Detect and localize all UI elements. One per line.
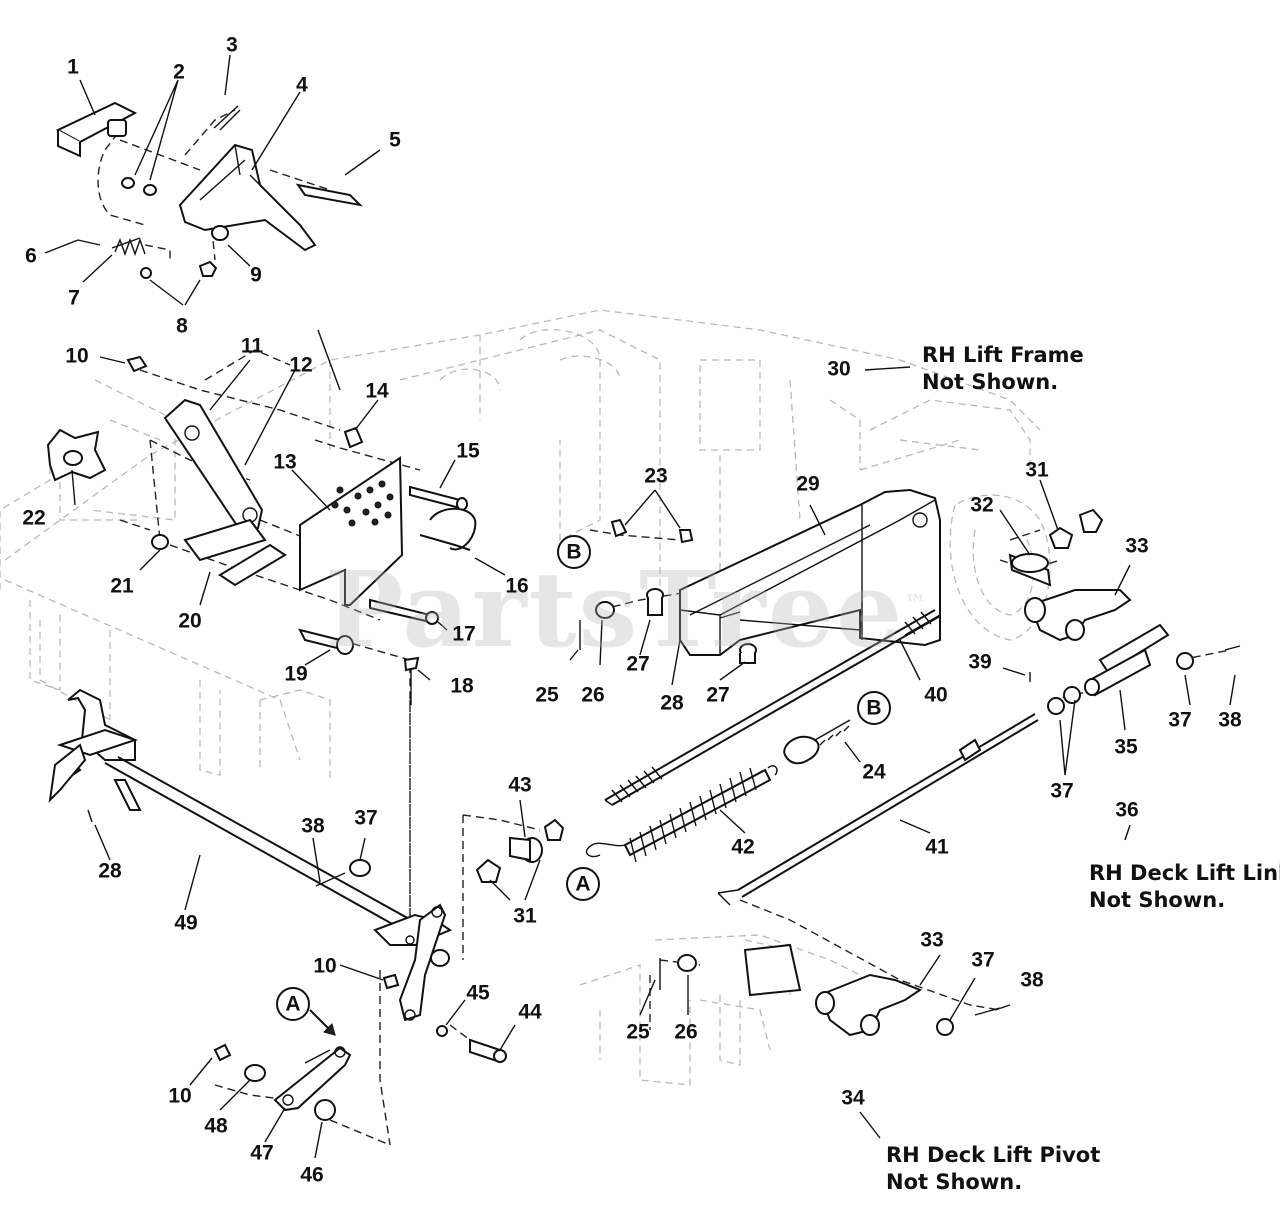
leader-lines: [44, 54, 1236, 1159]
callout-42: 42: [731, 835, 755, 859]
callout-25: 25: [535, 683, 559, 707]
lift-rod-group: [659, 686, 1081, 1037]
callout-46: 46: [300, 1163, 324, 1187]
spring-coils: [629, 767, 757, 863]
callout-36: 36: [1115, 798, 1139, 822]
spring-group: [475, 719, 851, 883]
callout-45: 45: [466, 981, 490, 1005]
callout-28: 28: [660, 691, 684, 715]
callout-47: 47: [250, 1141, 274, 1165]
callout-38: 38: [1020, 968, 1044, 992]
lift-frame-group: [579, 488, 941, 664]
callout-3: 3: [226, 33, 238, 57]
callout-2: 2: [173, 60, 185, 84]
callout-41: 41: [925, 835, 949, 859]
callout-37: 37: [1168, 708, 1192, 732]
callout-38: 38: [301, 814, 325, 838]
callout-23: 23: [644, 464, 668, 488]
callout-35: 35: [1114, 735, 1138, 759]
callout-11: 11: [240, 334, 264, 358]
callout-38: 38: [1218, 708, 1242, 732]
ref-marker-b: B: [566, 540, 582, 564]
callout-27: 27: [706, 683, 730, 707]
bottom-link-group: [213, 1025, 507, 1121]
callout-37: 37: [354, 806, 378, 830]
callout-10: 10: [313, 954, 337, 978]
ref-marker-a: A: [285, 992, 301, 1016]
callout-40: 40: [924, 683, 948, 707]
callout-6: 6: [25, 244, 37, 268]
callout-12: 12: [289, 353, 313, 377]
callout-43: 43: [508, 773, 532, 797]
callout-14: 14: [365, 379, 389, 403]
callout-27: 27: [626, 652, 650, 676]
callout-4: 4: [296, 73, 308, 97]
callout-19: 19: [284, 662, 308, 686]
callout-37: 37: [971, 948, 995, 972]
callout-32: 32: [970, 493, 994, 517]
callout-13: 13: [273, 450, 297, 474]
callout-21: 21: [110, 574, 134, 598]
callout-31: 31: [513, 904, 537, 928]
callout-5: 5: [389, 128, 401, 152]
callout-44: 44: [518, 1000, 542, 1024]
callout-30: 30: [827, 357, 851, 381]
callout-22: 22: [22, 506, 46, 530]
frame-background: [0, 309, 1051, 1086]
ref-marker-circles: [276, 535, 891, 1036]
callout-25: 25: [626, 1020, 650, 1044]
cross-shaft-group: [48, 688, 453, 1022]
callout-16: 16: [505, 574, 529, 598]
callout-10: 10: [65, 344, 89, 368]
callout-26: 26: [674, 1020, 698, 1044]
callout-48: 48: [204, 1114, 228, 1138]
callout-15: 15: [456, 439, 480, 463]
callout-1: 1: [67, 55, 79, 79]
callout-7: 7: [68, 286, 80, 310]
callout-37: 37: [1050, 779, 1074, 803]
pedal-group: [55, 101, 363, 279]
callout-17: 17: [452, 622, 476, 646]
callout-39: 39: [968, 650, 992, 674]
rod-thread: [611, 611, 932, 803]
callout-28: 28: [98, 859, 122, 883]
callout-31: 31: [1025, 458, 1049, 482]
callout-10: 10: [168, 1084, 192, 1108]
callout-18: 18: [450, 674, 474, 698]
ref-marker-a: A: [575, 872, 591, 896]
bracket-group: [46, 355, 477, 705]
callout-20: 20: [178, 609, 202, 633]
callout-8: 8: [176, 314, 188, 338]
callout-26: 26: [581, 683, 605, 707]
callout-9: 9: [250, 263, 262, 287]
callout-49: 49: [174, 911, 198, 935]
ref-marker-b: B: [866, 696, 882, 720]
right-linkage: [604, 508, 1241, 806]
plate-holes: [331, 480, 394, 527]
callout-29: 29: [796, 472, 820, 496]
callout-34: 34: [841, 1086, 865, 1110]
callout-33: 33: [1125, 534, 1149, 558]
callout-24: 24: [862, 760, 886, 784]
callout-33: 33: [920, 928, 944, 952]
